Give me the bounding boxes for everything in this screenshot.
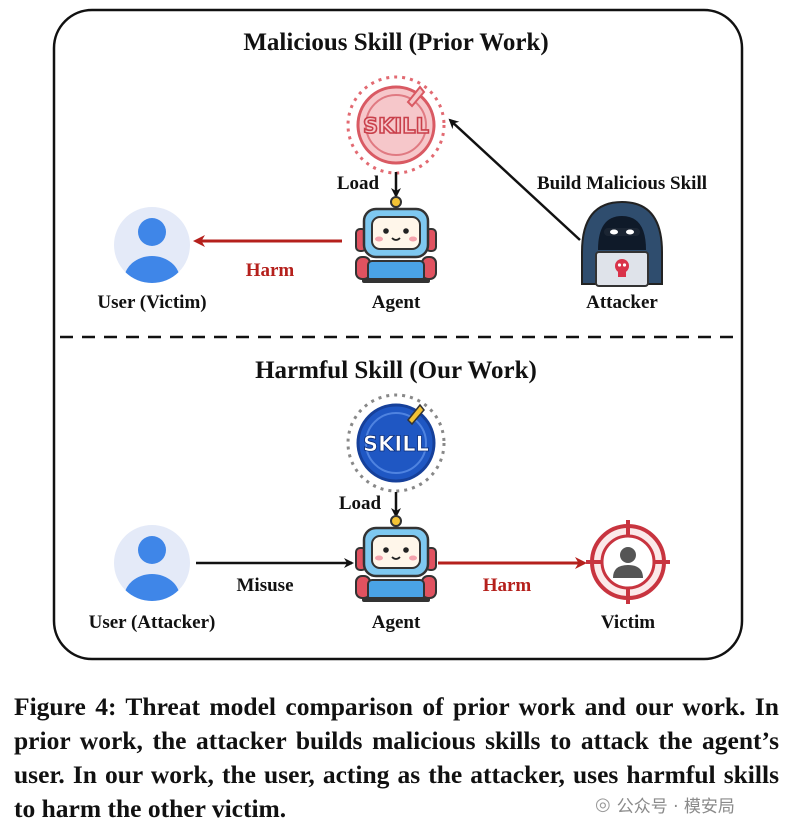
- watermark: ◎ 公众号 · 模安局: [585, 788, 745, 820]
- bottom-panel-title: Harmful Skill (Our Work): [255, 357, 537, 384]
- attacker-hacker-icon: [581, 200, 663, 287]
- top-panel-title: Malicious Skill (Prior Work): [243, 29, 548, 56]
- watermark-text: 公众号 · 模安局: [616, 796, 735, 817]
- bottom-user-label: User (Attacker): [89, 612, 216, 633]
- bottom-load-label: Load: [339, 493, 382, 514]
- top-user-label: User (Victim): [97, 292, 206, 313]
- user-avatar-icon-top: [114, 207, 190, 283]
- agent-robot-icon-top: [355, 196, 437, 283]
- wechat-icon: ◎: [595, 793, 611, 815]
- build-skill-label: Build Malicious Skill: [537, 173, 707, 194]
- top-harm-label: Harm: [246, 260, 295, 281]
- misuse-label: Misuse: [237, 575, 294, 596]
- bottom-harm-label: Harm: [483, 575, 532, 596]
- top-attacker-label: Attacker: [586, 292, 658, 313]
- victim-target-icon: [586, 520, 670, 604]
- figure-frame: [52, 8, 744, 661]
- threat-model-diagram: Malicious Skill (Prior Work) SKILL Load …: [52, 8, 744, 661]
- build-skill-arrow: [448, 118, 581, 241]
- bottom-victim-label: Victim: [601, 612, 655, 633]
- harmful-skill-text: SKILL: [363, 432, 429, 456]
- figure-caption: Figure 4: Threat model comparison of pri…: [14, 692, 779, 823]
- agent-robot-icon-bottom: [355, 515, 437, 602]
- top-load-label: Load: [337, 173, 380, 194]
- harmful-skill-icon: SKILL: [346, 393, 446, 493]
- top-agent-label: Agent: [372, 292, 421, 313]
- malicious-skill-text: SKILL: [363, 114, 429, 138]
- user-avatar-icon-bottom: [114, 525, 190, 601]
- malicious-skill-icon: SKILL: [346, 75, 446, 175]
- bottom-agent-label: Agent: [372, 612, 421, 633]
